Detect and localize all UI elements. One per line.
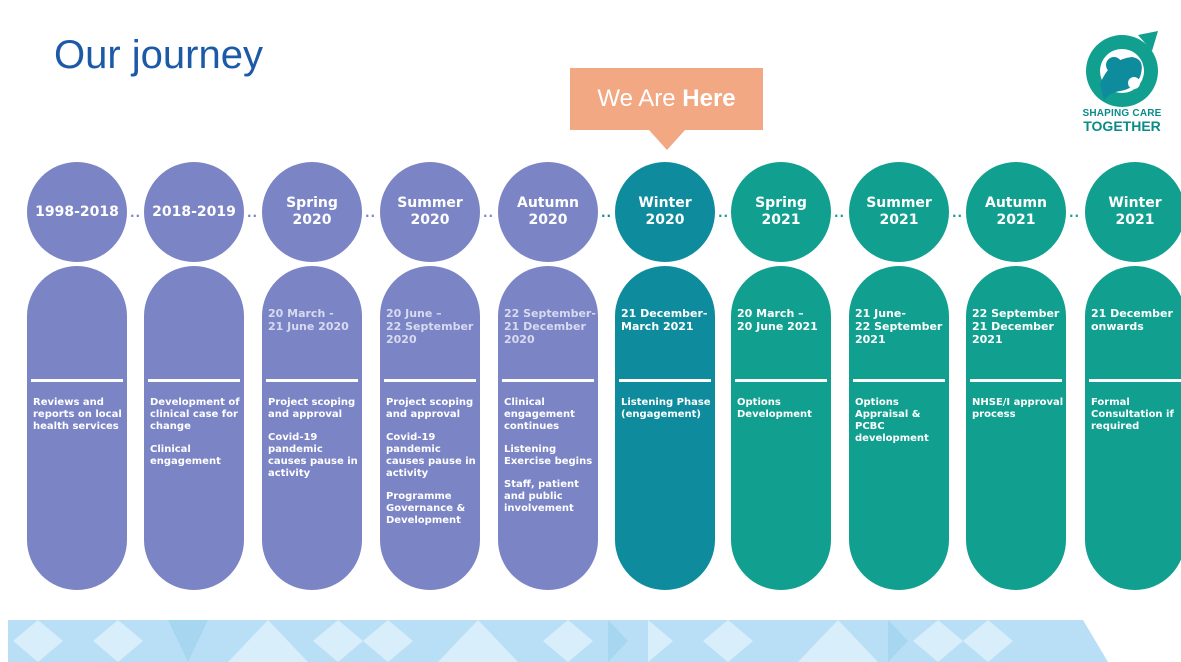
logo-line-1: SHAPING CARE: [1082, 108, 1162, 119]
stage-item: Clinical engagement: [150, 444, 221, 467]
stage-item: Options Appraisal & PCBC development: [855, 397, 929, 444]
stage-circle: Spring 2021: [731, 162, 831, 262]
shaping-care-together-logo: [1086, 31, 1158, 107]
stage-circle: Autumn 2020: [498, 162, 598, 262]
stage-connector: ··: [483, 209, 495, 223]
stage-circle: Summer 2021: [849, 162, 949, 262]
stage-item: Listening Phase (engagement): [621, 397, 711, 420]
stage-label: Summer 2020: [397, 195, 463, 228]
stage-card: Reviews and reports on local health serv…: [27, 266, 127, 590]
stage-circle: Winter 2020: [615, 162, 715, 262]
logo-line-2: TOGETHER: [1083, 118, 1161, 134]
page-title: Our journey: [54, 33, 263, 77]
stage-connector: ··: [834, 209, 846, 223]
stage-date: 22 September- 21 December 2020: [504, 307, 596, 346]
stage-item: Covid-19 pandemic causes pause in activi…: [268, 432, 358, 479]
stage-label: Autumn 2021: [984, 195, 1047, 228]
stage-connector: ··: [247, 209, 259, 223]
stage-item: Project scoping and approval: [386, 397, 474, 420]
stage-label: 2018-2019: [152, 203, 236, 220]
stage-connector: ··: [952, 209, 964, 223]
stage-item: Clinical engagement continues: [504, 397, 575, 432]
stage-circle: Spring 2020: [262, 162, 362, 262]
stage-item: Project scoping and approval: [268, 397, 356, 420]
stage-date: 22 September 21 December 2021: [972, 307, 1060, 346]
stage-date: 20 March – 20 June 2021: [737, 307, 818, 333]
stage-item: Programme Governance & Development: [386, 491, 466, 526]
we-are-here-marker: We Are Here: [570, 68, 763, 130]
stage-divider: [31, 379, 123, 382]
marker-arrow: [649, 130, 685, 150]
stage-item: Reviews and reports on local health serv…: [33, 397, 122, 432]
decorative-banner: [8, 620, 1108, 662]
stage-label: Spring 2021: [755, 195, 807, 228]
stage-item: Formal Consultation if required: [1091, 397, 1174, 432]
stage-label: Summer 2021: [866, 195, 932, 228]
stage-divider: [384, 379, 476, 382]
stage-item: Options Development: [737, 397, 812, 420]
stage-connector: ··: [130, 209, 142, 223]
stage-divider: [1089, 379, 1181, 382]
stage-circle: 1998-2018: [27, 162, 127, 262]
stage-description: NHSE/I approval process: [972, 397, 1064, 432]
stage-connector: ··: [365, 209, 377, 223]
stage-date: 21 June- 22 September 2021: [855, 307, 943, 346]
stage-label: Winter 2020: [638, 195, 692, 228]
stage-date: 21 December onwards: [1091, 307, 1173, 333]
stage-connector: ··: [718, 209, 730, 223]
stage-date: 20 March - 21 June 2020: [268, 307, 349, 333]
stage-circle: Winter 2021: [1085, 162, 1181, 262]
stage-item: Staff, patient and public involvement: [504, 479, 579, 514]
stage-divider: [502, 379, 594, 382]
stage-divider: [735, 379, 827, 382]
stage-description: Options Development: [737, 397, 829, 432]
stage-label: Spring 2020: [286, 195, 338, 228]
stage-item: Development of clinical case for change: [150, 397, 240, 432]
stage-circle: 2018-2019: [144, 162, 244, 262]
stage-divider: [970, 379, 1062, 382]
stage-label: Winter 2021: [1108, 195, 1162, 228]
stage-connector: ··: [1069, 209, 1081, 223]
marker-bold: Here: [682, 85, 736, 112]
stage-item: NHSE/I approval process: [972, 397, 1064, 420]
marker-prefix: We Are: [597, 85, 683, 112]
stage-connector: ··: [601, 209, 613, 223]
stage-circle: Autumn 2021: [966, 162, 1066, 262]
stage-description: Options Appraisal & PCBC development: [855, 397, 947, 456]
stage-divider: [148, 379, 240, 382]
stage-description: Listening Phase (engagement): [621, 397, 713, 432]
stage-date: 20 June – 22 September 2020: [386, 307, 474, 346]
stage-date: 21 December- March 2021: [621, 307, 708, 333]
stage-divider: [853, 379, 945, 382]
stage-divider: [266, 379, 358, 382]
stage-circle: Summer 2020: [380, 162, 480, 262]
stage-item: Covid-19 pandemic causes pause in activi…: [386, 432, 476, 479]
stage-description: Formal Consultation if required: [1091, 397, 1181, 444]
stage-label: 1998-2018: [35, 203, 119, 220]
stage-description: Reviews and reports on local health serv…: [33, 397, 125, 444]
logo-wordmark: SHAPING CARE TOGETHER: [1080, 108, 1164, 133]
stage-label: Autumn 2020: [516, 195, 579, 228]
stage-item: Listening Exercise begins: [504, 444, 593, 467]
stage-divider: [619, 379, 711, 382]
